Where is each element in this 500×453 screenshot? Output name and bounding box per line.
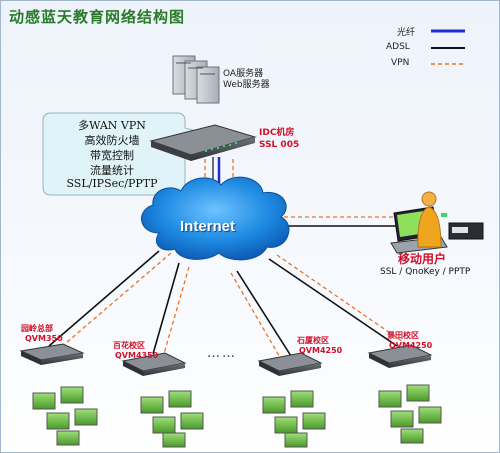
legend-swatches	[431, 29, 465, 65]
branch-3-name: 石厦校区	[297, 336, 329, 345]
branch-1-model: QVM350	[25, 334, 63, 343]
branch-4-model: QVM4250	[389, 341, 433, 350]
mobile-user-subtitle: SSL / QnoKey / PPTP	[380, 267, 471, 277]
vpn-links	[58, 159, 409, 360]
bubble-line-3: 带宽控制	[90, 149, 134, 162]
bubble-line-2: 高效防火墙	[84, 134, 140, 147]
pc-cluster-3	[262, 390, 326, 448]
bubble-line-4: 流量统计	[90, 164, 134, 177]
idc-gateway-device	[149, 124, 257, 161]
adsl-links	[48, 225, 409, 357]
pc-cluster-4	[378, 384, 442, 444]
legend-label-fiber: 光纤	[397, 28, 416, 38]
mobile-user-title: 移动用户	[398, 252, 447, 266]
server-label-web: Web服务器	[223, 80, 270, 90]
internet-label: Internet	[180, 218, 236, 235]
server-cluster-icon	[172, 55, 220, 104]
branch-2-model: QVM4350	[115, 351, 159, 360]
mobile-user-icon	[390, 191, 484, 254]
legend-label-vpn: VPN	[391, 58, 410, 68]
branch-device-4	[367, 344, 433, 368]
branch-3-model: QVM4250	[299, 346, 343, 355]
internet-cloud	[141, 176, 290, 261]
branch-2-name: 百花校区	[113, 341, 145, 350]
branch-1-name: 园岭总部	[21, 324, 53, 333]
bubble-line-5: SSL/IPSec/PPTP	[66, 177, 158, 190]
more-branches-ellipsis: ……	[207, 346, 237, 361]
idc-model: SSL 005	[259, 140, 300, 150]
diagram-title: 动感蓝天教育网络结构图	[9, 8, 186, 26]
legend-label-adsl: ADSL	[386, 42, 410, 52]
branch-4-name: 景田校区	[387, 331, 419, 340]
branch-device-1	[19, 343, 85, 365]
bubble-line-1: 多WAN VPN	[78, 119, 146, 132]
branch-device-2	[121, 352, 187, 376]
idc-label: IDC机房	[259, 128, 295, 138]
server-label-oa: OA服务器	[223, 69, 264, 79]
pc-cluster-1	[32, 386, 98, 446]
branch-device-3	[257, 352, 323, 376]
pc-cluster-2	[140, 390, 204, 448]
